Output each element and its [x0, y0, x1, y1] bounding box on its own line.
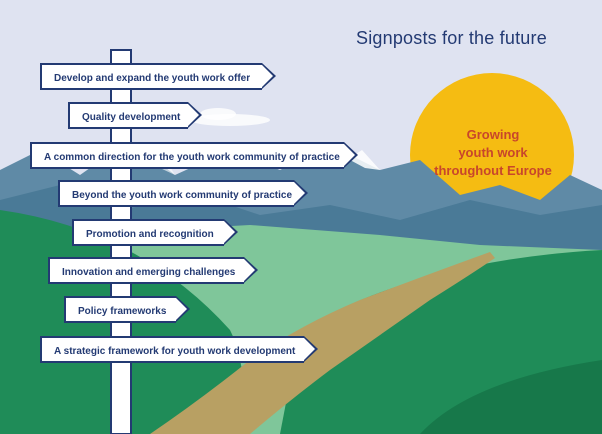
sign-label: Promotion and recognition [86, 229, 214, 240]
sign-label: Policy frameworks [78, 306, 167, 317]
sign-label: Beyond the youth work community of pract… [72, 190, 293, 201]
sign-label: Develop and expand the youth work offer [54, 73, 251, 84]
cloud [200, 108, 236, 120]
path [150, 252, 495, 434]
sun-caption: Growing youth work throughout Europe [418, 126, 568, 180]
sign-label: Innovation and emerging challenges [62, 267, 236, 278]
page-title: Signposts for the future [356, 28, 547, 48]
sun-text-line: youth work [458, 145, 528, 160]
sign-label: A strategic framework for youth work dev… [54, 346, 296, 357]
sun-text-line: Growing [466, 127, 520, 142]
signpost-arrow: Beyond the youth work community of pract… [58, 180, 308, 207]
signpost-arrow: Innovation and emerging challenges [48, 257, 258, 284]
sign-label: A common direction for the youth work co… [44, 152, 340, 163]
signpost-arrow: Quality development [68, 102, 202, 129]
signpost-arrow: Policy frameworks [64, 296, 190, 323]
signpost-arrow: A strategic framework for youth work dev… [40, 336, 318, 363]
sign-label: Quality development [82, 112, 181, 123]
sun-text-line: throughout Europe [434, 163, 552, 178]
signpost-arrow: Promotion and recognition [72, 219, 238, 246]
hill-foreground [420, 360, 602, 434]
signpost-arrow: A common direction for the youth work co… [30, 142, 358, 169]
signpost-arrow: Develop and expand the youth work offer [40, 63, 276, 90]
